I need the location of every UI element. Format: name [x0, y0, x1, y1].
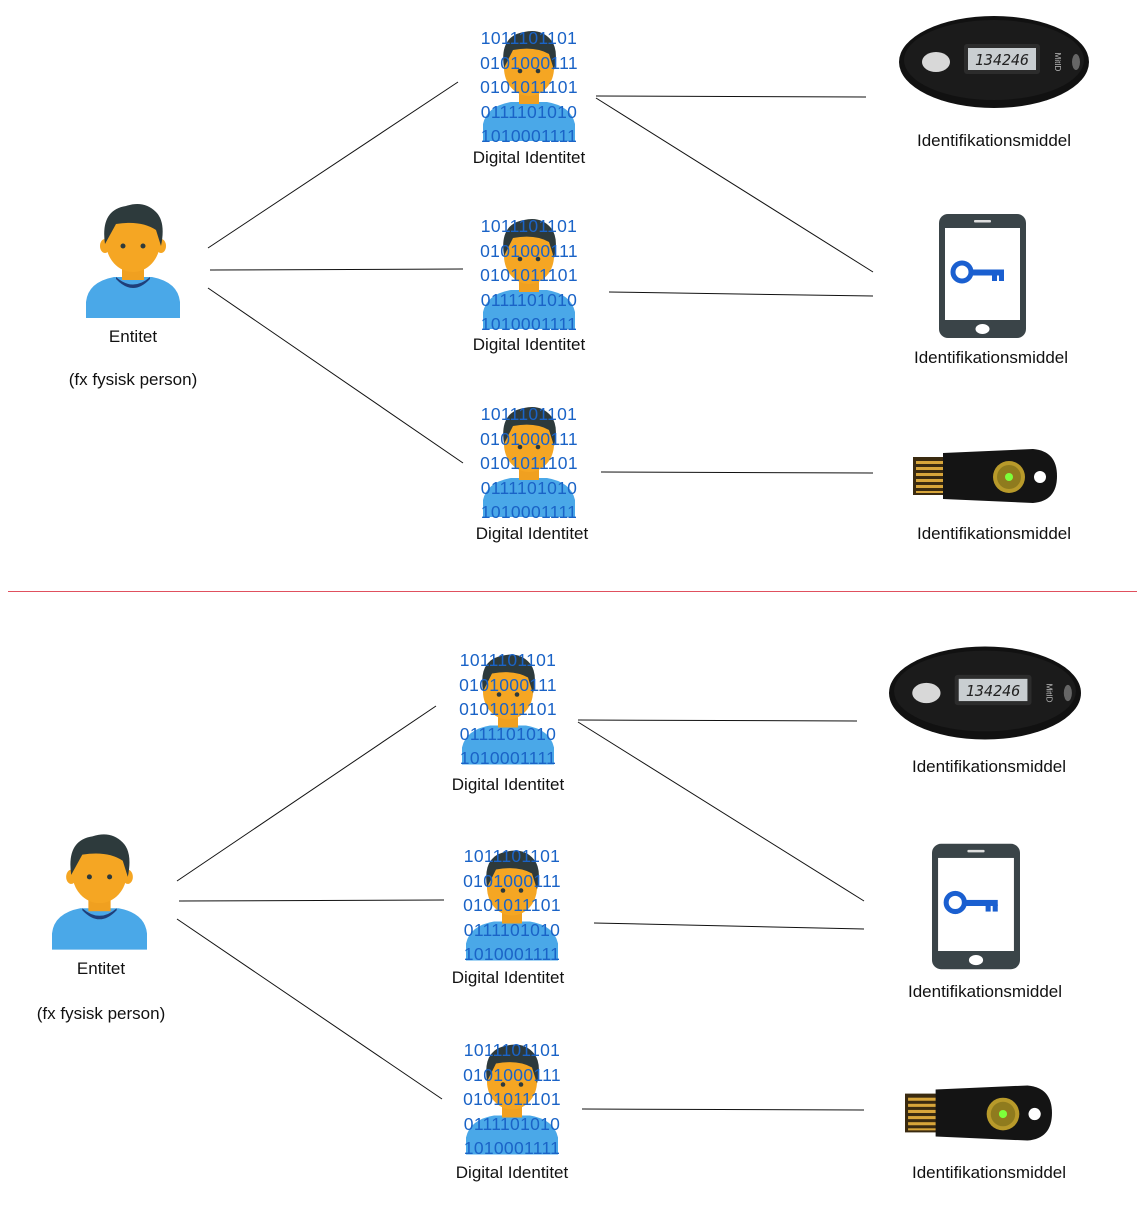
identity-label: Digital Identitet	[455, 1163, 569, 1182]
entity-sublabel: (fx fysisk person)	[36, 1004, 166, 1023]
token-brand: MitID	[1053, 53, 1062, 72]
connector-line	[176, 705, 437, 882]
token-display: 134246	[966, 682, 1021, 700]
connector-line	[176, 918, 443, 1100]
panel-divider	[8, 591, 1137, 592]
connector-line	[207, 287, 464, 464]
connector-line	[600, 471, 874, 474]
connector-line	[577, 719, 858, 722]
person-icon	[483, 31, 575, 141]
person-icon	[52, 834, 147, 950]
person-icon	[466, 850, 558, 961]
usb-key-icon	[905, 1085, 1052, 1141]
means-label: Identifikationsmiddel	[911, 757, 1067, 776]
connector-line	[593, 922, 865, 930]
identity-label: Digital Identitet	[472, 335, 586, 354]
person-icon	[86, 204, 180, 318]
entity-sublabel: (fx fysisk person)	[68, 370, 198, 389]
entity-label: Entitet	[76, 959, 126, 978]
identity-label: Digital Identitet	[451, 775, 565, 794]
person-icon	[462, 654, 554, 765]
person-icon	[483, 407, 575, 517]
connector-line	[595, 97, 874, 273]
code-token-icon: 134246 MitID	[889, 646, 1081, 740]
means-label: Identifikationsmiddel	[916, 524, 1072, 543]
identity-label: Digital Identitet	[472, 148, 586, 167]
means-label: Identifikationsmiddel	[913, 348, 1069, 367]
identity-label: Digital Identitet	[451, 968, 565, 987]
means-label: Identifikationsmiddel	[907, 982, 1063, 1001]
entity-label: Entitet	[108, 327, 158, 346]
identity-label: Digital Identitet	[475, 524, 589, 543]
token-brand: MitID	[1045, 684, 1054, 703]
code-token-icon: 134246 MitID	[899, 16, 1089, 108]
phone-key-icon	[932, 843, 1020, 970]
connector-line	[207, 81, 459, 249]
connector-line	[577, 721, 865, 902]
phone-key-icon	[939, 214, 1026, 338]
usb-key-icon	[913, 449, 1057, 503]
connector-line	[608, 291, 874, 297]
connector-line	[581, 1108, 865, 1111]
connector-line	[595, 95, 867, 98]
means-label: Identifikationsmiddel	[911, 1163, 1067, 1182]
connector-line	[178, 899, 445, 902]
connector-line	[209, 268, 464, 271]
means-label: Identifikationsmiddel	[916, 131, 1072, 150]
token-display: 134246	[975, 51, 1029, 69]
person-icon	[483, 219, 575, 329]
person-icon	[466, 1044, 558, 1155]
